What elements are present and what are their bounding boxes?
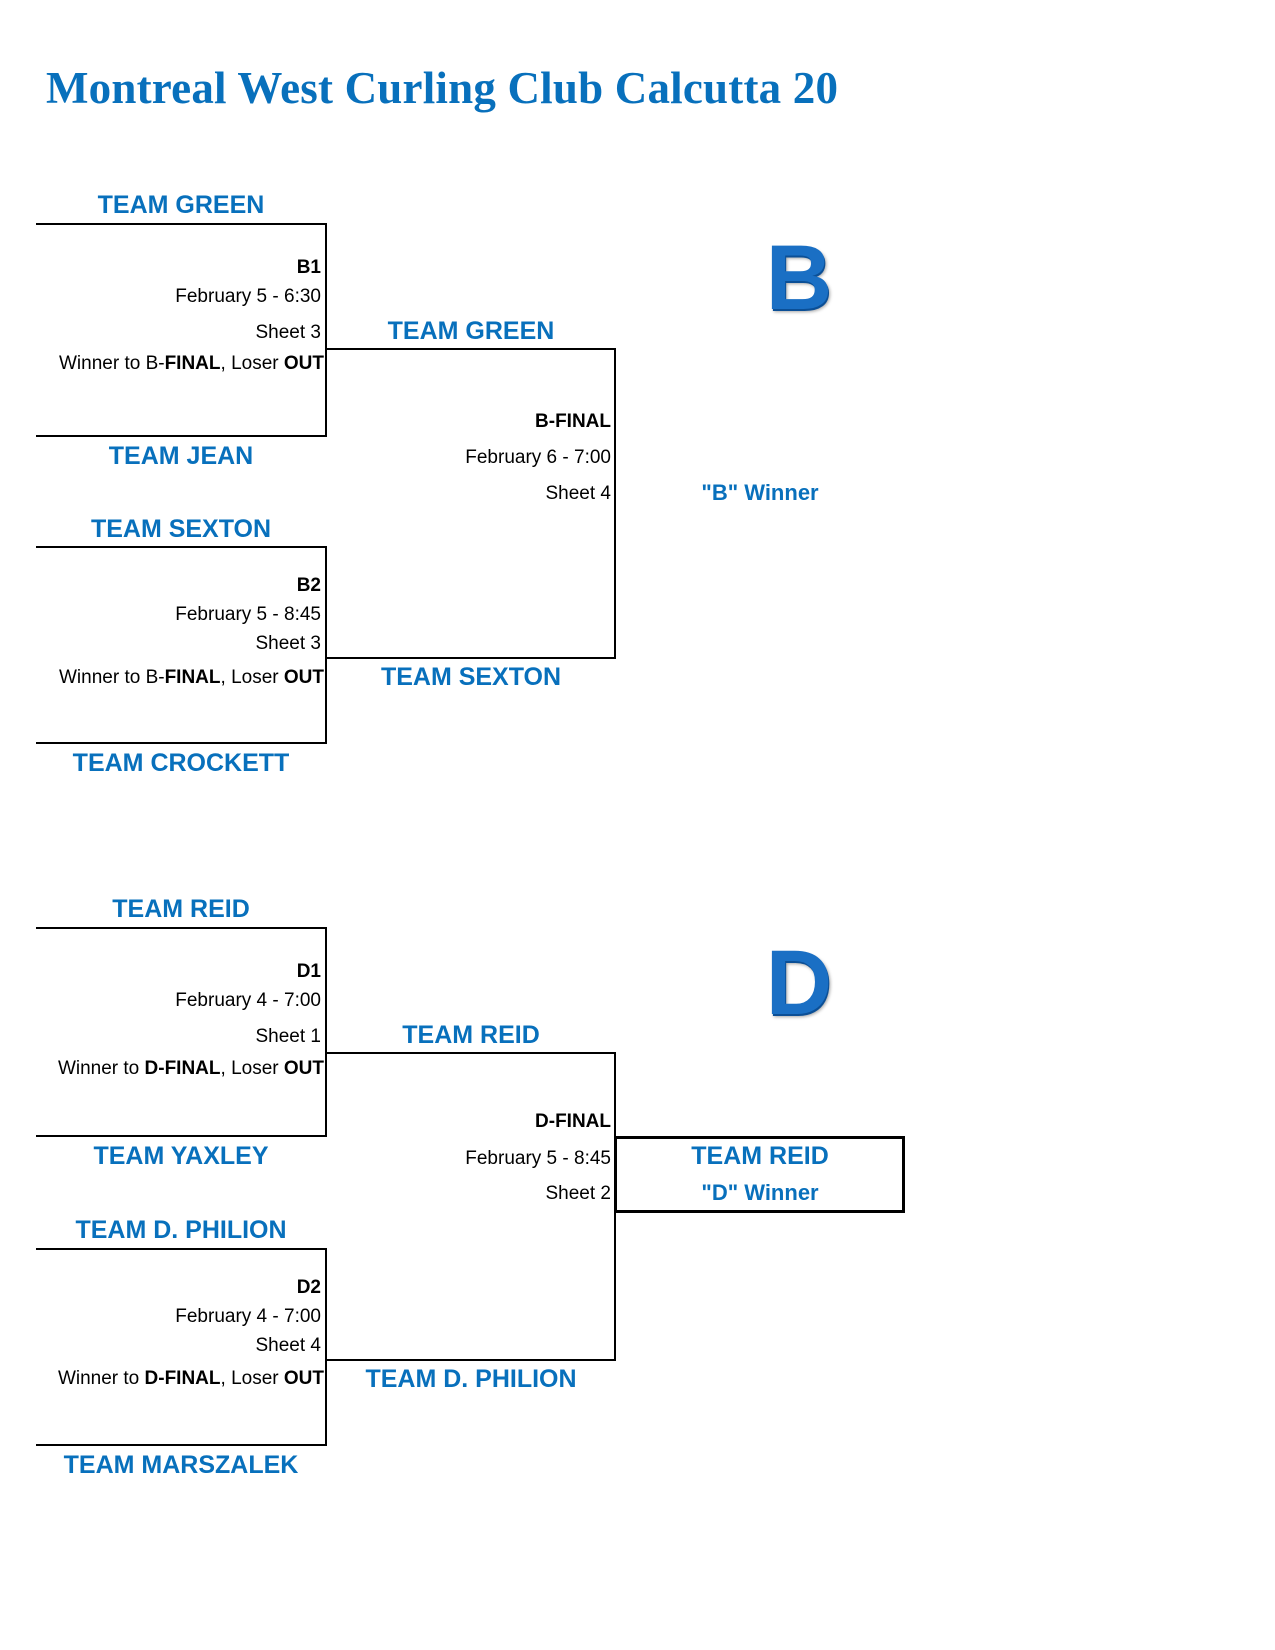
bracket-line	[325, 1359, 616, 1361]
game-sheet: Sheet 3	[255, 322, 322, 343]
game-sheet: Sheet 4	[255, 1335, 322, 1356]
final-game-id-text: B-FINAL	[535, 411, 611, 432]
rule-final: D-FINAL	[144, 1058, 221, 1079]
final-datetime: February 5 - 8:45	[465, 1148, 611, 1169]
rule-prefix: Winner to B-	[58, 353, 165, 374]
bracket-line	[36, 223, 326, 225]
game-rule-clip: Winner to B-FINAL, Loser OUT	[36, 666, 324, 692]
bracket-line	[36, 1248, 326, 1250]
team-label-b1-bottom: TEAM JEAN	[108, 442, 254, 470]
bracket-line	[614, 348, 616, 659]
final-game-id: D-FINAL	[535, 1110, 611, 1134]
bracket-line	[325, 223, 327, 437]
rule-final: D-FINAL	[144, 1368, 221, 1389]
rule-final: FINAL	[164, 353, 221, 374]
game-sheet: Sheet 1	[255, 1026, 322, 1047]
game-rule-clip: Winner to D-FINAL, Loser OUT	[36, 1367, 324, 1393]
rule-mid: , Loser	[220, 667, 284, 688]
game-datetime: February 4 - 7:00	[175, 990, 321, 1011]
game-rule: Winner to B-FINAL, Loser OUT	[59, 666, 324, 690]
game-rule-clip: Winner to D-FINAL, Loser OUT	[36, 1057, 324, 1083]
team-label-d2-bottom: TEAM MARSZALEK	[63, 1451, 299, 1479]
rule-out: OUT	[283, 1368, 324, 1389]
bracket-line	[36, 927, 326, 929]
bracket-line	[36, 1444, 327, 1446]
bracket-line	[325, 657, 616, 659]
game-rule: Winner to D-FINAL, Loser OUT	[58, 1367, 324, 1391]
team-label-b2-bottom: TEAM CROCKETT	[72, 749, 290, 777]
winner-label-b: "B" Winner	[701, 480, 819, 505]
team-label-d1-winner: TEAM REID	[402, 1021, 540, 1049]
rule-out: OUT	[283, 667, 324, 688]
game-id: B1	[297, 256, 321, 280]
team-label-d2-winner: TEAM D. PHILION	[365, 1365, 577, 1393]
rule-prefix: Winner to B-	[58, 667, 165, 688]
bracket-line	[325, 927, 327, 1137]
rule-mid: , Loser	[220, 1368, 284, 1389]
game-rule: Winner to D-FINAL, Loser OUT	[58, 1057, 324, 1081]
bracket-line	[36, 435, 327, 437]
bracket-letter-b: B	[765, 227, 833, 329]
game-datetime: February 5 - 6:30	[175, 286, 321, 307]
bracket-letter-d: D	[765, 932, 833, 1034]
rule-out: OUT	[283, 1058, 324, 1079]
winner-box-d	[614, 1136, 905, 1213]
game-id: D1	[297, 960, 321, 984]
winner-label-d: "D" Winner	[701, 1180, 819, 1205]
final-datetime: February 6 - 7:00	[465, 447, 611, 468]
team-label-b1-winner: TEAM GREEN	[387, 317, 555, 345]
bracket-line	[36, 546, 326, 548]
team-label-b1-top: TEAM GREEN	[97, 191, 265, 219]
winner-team-d: TEAM REID	[691, 1142, 829, 1170]
rule-prefix: Winner to	[57, 1058, 145, 1079]
game-rule-clip: Winner to B-FINAL, Loser OUT	[36, 352, 324, 378]
game-rule: Winner to B-FINAL, Loser OUT	[59, 352, 324, 376]
bracket-line	[36, 1135, 327, 1137]
rule-mid: , Loser	[220, 1058, 284, 1079]
game-sheet: Sheet 3	[255, 633, 322, 654]
team-label-b2-top: TEAM SEXTON	[90, 515, 272, 543]
final-sheet: Sheet 4	[545, 483, 612, 504]
bracket-line	[325, 1052, 615, 1054]
game-datetime: February 4 - 7:00	[175, 1306, 321, 1327]
team-label-d2-top: TEAM D. PHILION	[75, 1216, 287, 1244]
rule-prefix: Winner to	[57, 1368, 145, 1389]
bracket-line	[36, 742, 327, 744]
game-datetime: February 5 - 8:45	[175, 604, 321, 625]
game-id: D2	[297, 1276, 321, 1300]
final-game-id-text: D-FINAL	[535, 1111, 611, 1132]
rule-out: OUT	[283, 353, 324, 374]
bracket-line	[325, 348, 615, 350]
bracket-line	[325, 1248, 327, 1446]
team-label-d1-top: TEAM REID	[112, 895, 250, 923]
rule-final: FINAL	[164, 667, 221, 688]
bracket-line	[325, 546, 327, 744]
game-id-text: B1	[296, 257, 321, 278]
rule-mid: , Loser	[220, 353, 284, 374]
team-label-b2-winner: TEAM SEXTON	[380, 663, 562, 691]
final-sheet: Sheet 2	[545, 1183, 612, 1204]
game-id-text: D2	[296, 1277, 321, 1298]
team-label-d1-bottom: TEAM YAXLEY	[93, 1142, 269, 1170]
game-id-text: B2	[296, 575, 321, 596]
game-id-text: D1	[296, 961, 321, 982]
game-id: B2	[297, 574, 321, 598]
final-game-id: B-FINAL	[535, 410, 611, 434]
page-title: Montreal West Curling Club Calcutta 20	[46, 63, 839, 113]
